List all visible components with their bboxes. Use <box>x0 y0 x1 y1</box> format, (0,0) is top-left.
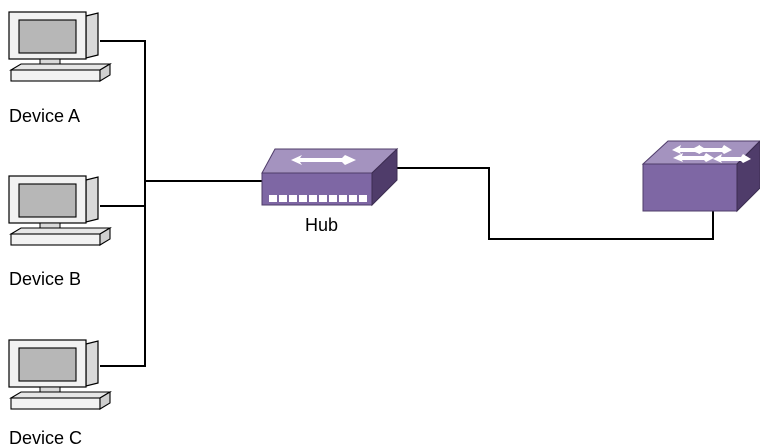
link-device-c <box>100 181 146 367</box>
hub-icon <box>261 147 399 207</box>
switch <box>641 140 760 213</box>
hub-label: Hub <box>305 215 338 235</box>
device-c: Device C <box>8 339 111 448</box>
switch-icon <box>641 140 760 213</box>
link-hub-to-switch <box>397 167 714 240</box>
device-b: Device B <box>8 175 111 289</box>
link-device-a <box>100 40 146 181</box>
link-lines <box>100 40 714 367</box>
hub: Hub <box>261 147 399 235</box>
device-b-label: Device B <box>9 269 81 289</box>
device-c-label: Device C <box>9 428 82 448</box>
desktop-computer-icon <box>8 11 111 82</box>
desktop-computer-icon <box>8 339 111 410</box>
desktop-computer-icon <box>8 175 111 246</box>
device-a-label: Device A <box>9 106 80 126</box>
device-a: Device A <box>8 11 111 126</box>
